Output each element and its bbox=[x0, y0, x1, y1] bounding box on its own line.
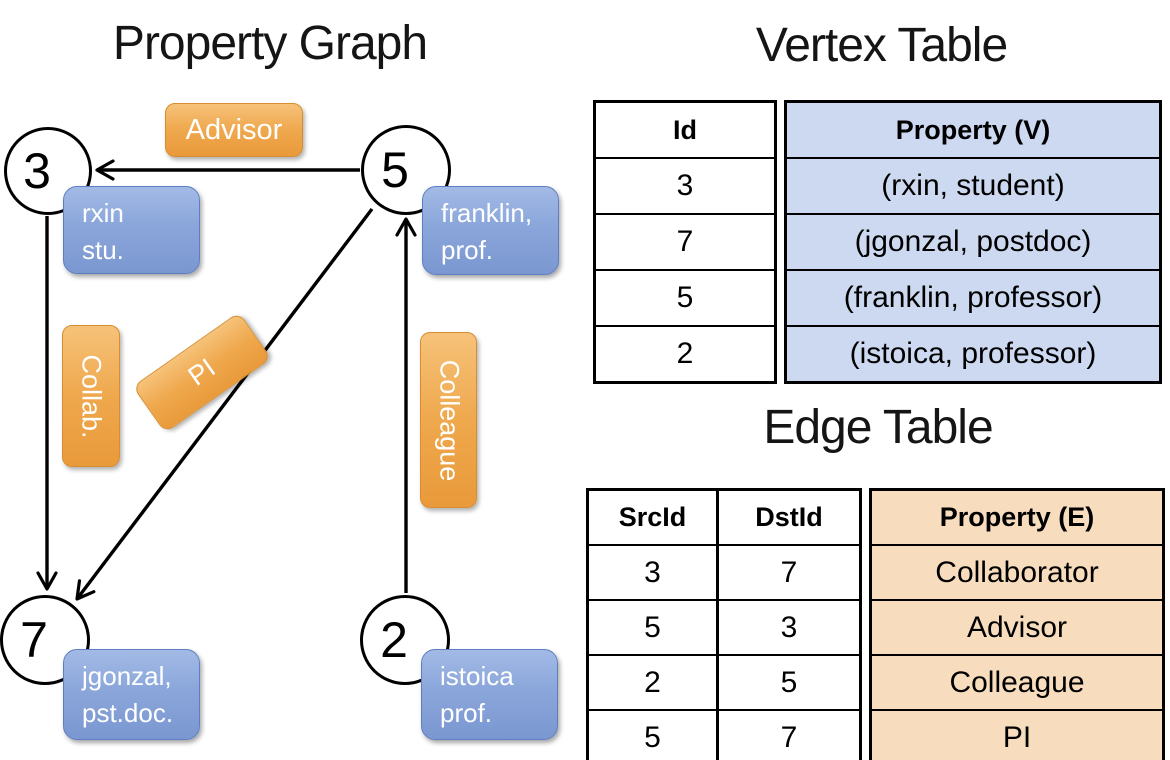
vertex-id-cell: 3 bbox=[596, 157, 774, 213]
vertex-table-title: Vertex Table bbox=[755, 19, 1008, 72]
vertex-table-id-column: Id 3 7 5 2 bbox=[593, 100, 777, 384]
vertex-table: Id 3 7 5 2 Property (V) (rxin, student) … bbox=[593, 100, 1162, 384]
edge-table-title: Edge Table bbox=[763, 401, 993, 454]
property-line: istoica bbox=[440, 661, 514, 691]
property-line: jgonzal, bbox=[82, 661, 172, 691]
vertex-id-label: 5 bbox=[381, 142, 409, 198]
vertex-property-box-jgonzal: jgonzal, pst.doc. bbox=[63, 649, 200, 740]
vertex-table-property-column: Property (V) (rxin, student) (jgonzal, p… bbox=[784, 100, 1162, 384]
edge-table-property-column: Property (E) Collaborator Advisor Collea… bbox=[869, 488, 1165, 760]
edge-dst-cell: 3 bbox=[716, 599, 859, 654]
edge-label-collab: Collab. bbox=[62, 325, 120, 467]
graph-edges-canvas bbox=[36, 159, 417, 601]
vertex-id-cell: 5 bbox=[596, 269, 774, 325]
vertex-circle-5: 5 bbox=[361, 125, 451, 215]
vertex-id-label: 7 bbox=[20, 612, 48, 668]
edge-label-text: Advisor bbox=[185, 113, 283, 146]
vertex-id-cell: 2 bbox=[596, 325, 774, 381]
vertex-property-box-istoica: istoica prof. bbox=[421, 649, 558, 740]
vertex-id-label: 3 bbox=[23, 143, 51, 199]
column-header-srcid: SrcId bbox=[618, 502, 687, 532]
vertex-id-cell: 7 bbox=[596, 213, 774, 269]
edge-table-id-columns: SrcId DstId 3 7 5 3 2 5 5 7 bbox=[586, 488, 862, 760]
column-header-property-v: Property (V) bbox=[895, 114, 1051, 145]
vertex-property-cell: (franklin, professor) bbox=[787, 269, 1159, 325]
property-line: stu. bbox=[82, 234, 124, 265]
vertex-property-cell: (jgonzal, postdoc) bbox=[787, 213, 1159, 269]
vertex-property-cell: (rxin, student) bbox=[787, 157, 1159, 213]
vertex-property-box-franklin: franklin, prof. bbox=[422, 186, 559, 275]
vertex-id-label: 2 bbox=[380, 612, 408, 668]
edge-label-text: Colleague bbox=[434, 359, 464, 481]
edge-src-cell: 3 bbox=[589, 544, 716, 599]
property-line: pst.doc. bbox=[82, 697, 174, 728]
property-line: prof. bbox=[440, 697, 493, 728]
edge-property-cell: Advisor bbox=[872, 599, 1162, 654]
edge-src-cell: 5 bbox=[589, 709, 716, 760]
graph-title: Property Graph bbox=[112, 17, 428, 70]
edge-src-cell: 5 bbox=[589, 599, 716, 654]
property-line: franklin, bbox=[441, 198, 533, 228]
edge-arrow-5-to-7 bbox=[75, 207, 374, 601]
edge-property-cell: PI bbox=[872, 709, 1162, 760]
edge-table: SrcId DstId 3 7 5 3 2 5 5 7 Property (E)… bbox=[586, 488, 1165, 760]
edge-src-cell: 2 bbox=[589, 654, 716, 709]
edge-label-text: Collab. bbox=[76, 353, 107, 439]
column-header-property-e: Property (E) bbox=[939, 502, 1095, 532]
edge-property-cell: Colleague bbox=[872, 654, 1162, 709]
vertex-property-box-rxin: rxin stu. bbox=[63, 186, 200, 274]
column-header-dstid: DstId bbox=[716, 491, 859, 544]
property-line: prof. bbox=[441, 234, 494, 265]
edge-label-advisor: Advisor bbox=[165, 103, 303, 157]
edge-property-cell: Collaborator bbox=[872, 544, 1162, 599]
property-line: rxin bbox=[82, 198, 124, 228]
edge-dst-cell: 7 bbox=[716, 709, 859, 760]
edge-label-colleague: Colleague bbox=[420, 332, 477, 508]
edge-dst-cell: 5 bbox=[716, 654, 859, 709]
edge-label-text: PI bbox=[182, 352, 221, 392]
edge-dst-cell: 7 bbox=[716, 544, 859, 599]
vertex-circle-2: 2 bbox=[360, 595, 450, 685]
vertex-property-cell: (istoica, professor) bbox=[787, 325, 1159, 381]
column-header-id: Id bbox=[673, 114, 697, 145]
